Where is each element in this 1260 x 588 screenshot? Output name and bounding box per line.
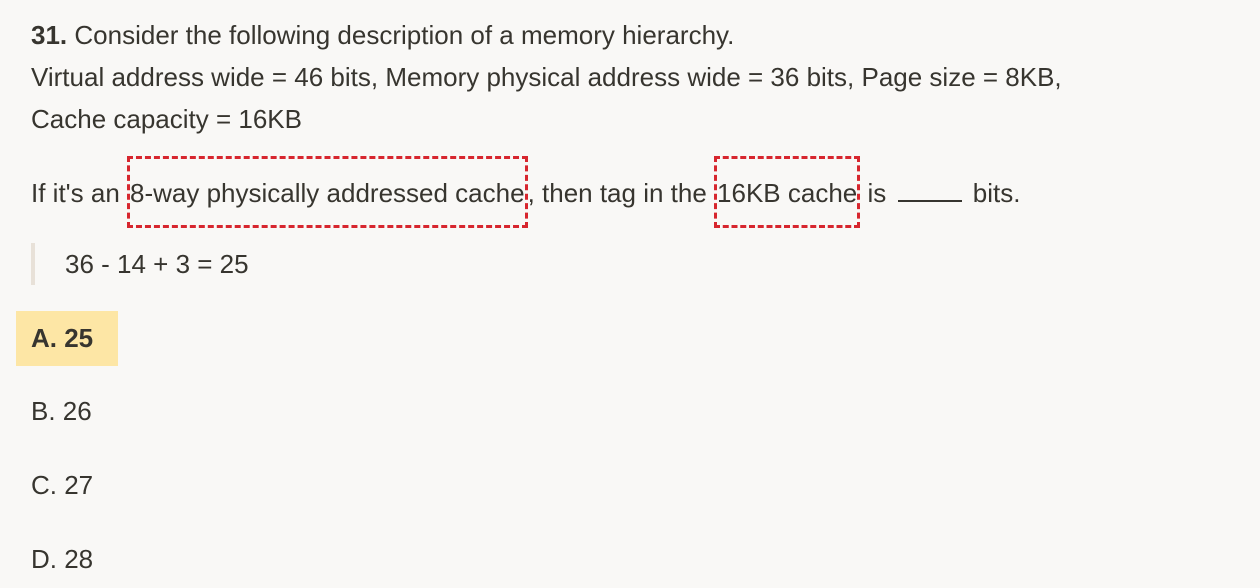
highlight-box-cache-type: 8-way physically addressed cache	[127, 156, 528, 228]
answer-blank	[897, 178, 962, 202]
explanation-quote: 36 - 14 + 3 = 25	[31, 243, 249, 285]
prompt-text-post: is	[867, 178, 887, 208]
option-d[interactable]: D. 28	[31, 544, 94, 574]
question-block: 31. Consider the following description o…	[31, 14, 1231, 228]
question-intro: Consider the following description of a …	[74, 20, 735, 50]
highlight-box-cache-size: 16KB cache	[714, 156, 861, 228]
prompt-text-mid: , then tag in the	[527, 178, 707, 208]
question-header: 31. Consider the following description o…	[31, 14, 1231, 56]
option-b[interactable]: B. 26	[31, 396, 92, 426]
question-prompt: If it's an 8-way physically addressed ca…	[31, 156, 1231, 228]
prompt-text-end: bits.	[972, 178, 1021, 208]
option-c[interactable]: C. 27	[31, 470, 94, 500]
spec-line-2: Cache capacity = 16KB	[31, 104, 302, 134]
question-number: 31.	[31, 20, 68, 50]
option-a[interactable]: A. 25	[16, 311, 118, 366]
prompt-text-pre: If it's an	[31, 178, 120, 208]
spec-line-1: Virtual address wide = 46 bits, Memory p…	[31, 62, 1062, 92]
